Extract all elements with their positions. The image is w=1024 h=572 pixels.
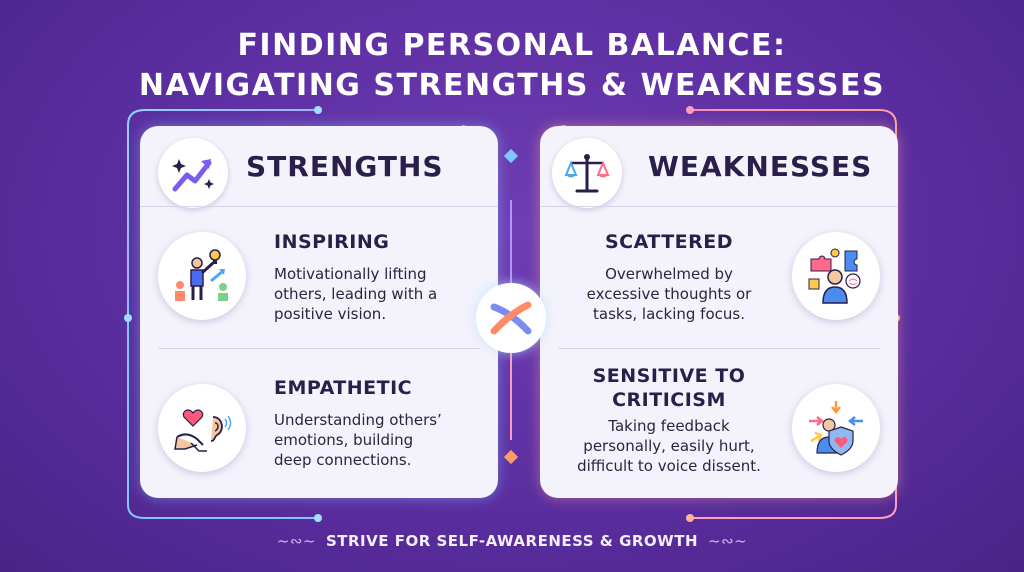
desc-line: Understanding others’ (274, 411, 442, 429)
desc-line: others, leading with a (274, 285, 438, 303)
desc-line: personally, easily hurt, (583, 437, 755, 455)
desc-line: excessive thoughts or (586, 285, 752, 303)
leader-lightbulb-icon (158, 232, 246, 320)
title-line-2: NAVIGATING STRENGTHS & WEAKNESSES (138, 68, 886, 103)
desc-line: emotions, building (274, 431, 414, 449)
desc-line: positive vision. (274, 305, 387, 323)
inspiring-title: INSPIRING (274, 231, 390, 253)
title-line-1: FINDING PERSONAL BALANCE: (237, 28, 787, 63)
footer-tagline: ~∾~ STRIVE FOR SELF-AWARENESS & GROWTH ~∾~ (0, 532, 1024, 550)
header-divider (140, 206, 498, 207)
scattered-title: SCATTERED (604, 231, 734, 253)
item-divider (158, 348, 480, 349)
rising-arrow-sparkles-icon (158, 138, 228, 208)
heart-hands-ear-icon (158, 384, 246, 472)
title-line: SENSITIVE TO (592, 365, 746, 387)
desc-line: Overwhelmed by (605, 265, 733, 283)
footer-text: STRIVE FOR SELF-AWARENESS & GROWTH (325, 532, 699, 550)
desc-line: tasks, lacking focus. (593, 305, 745, 323)
header-divider (540, 206, 898, 207)
desc-line: Motivationally lifting (274, 265, 427, 283)
inspiring-description: Motivationally lifting others, leading w… (274, 264, 437, 324)
strengths-panel: STRENGTHS INSPIRING Motivationally lifti… (140, 126, 498, 498)
weaknesses-heading: WEAKNESSES (648, 150, 873, 183)
intertwined-ribbon-icon (476, 283, 546, 353)
weaknesses-panel: WEAKNESSES SCATTERED Overwhelmed by exce… (540, 126, 898, 498)
swirl-ornament-icon: ~∾~ (276, 532, 316, 550)
item-divider (558, 348, 880, 349)
shield-broken-heart-icon (792, 384, 880, 472)
empathetic-title: EMPATHETIC (274, 377, 413, 399)
swirl-ornament-icon: ~∾~ (708, 532, 748, 550)
desc-line: deep connections. (274, 451, 412, 469)
sensitive-to-criticism-title: SENSITIVE TO CRITICISM (560, 364, 778, 412)
scattered-description: Overwhelmed by excessive thoughts or tas… (560, 264, 778, 324)
sensitive-to-criticism-description: Taking feedback personally, easily hurt,… (560, 416, 778, 476)
page-title: FINDING PERSONAL BALANCE: NAVIGATING STR… (0, 26, 1024, 106)
balance-scale-icon (552, 138, 622, 208)
desc-line: Taking feedback (608, 417, 730, 435)
title-line: CRITICISM (612, 389, 726, 411)
empathetic-description: Understanding others’ emotions, building… (274, 410, 442, 470)
strengths-heading: STRENGTHS (246, 150, 444, 183)
puzzle-brain-icon (792, 232, 880, 320)
desc-line: difficult to voice dissent. (577, 457, 761, 475)
